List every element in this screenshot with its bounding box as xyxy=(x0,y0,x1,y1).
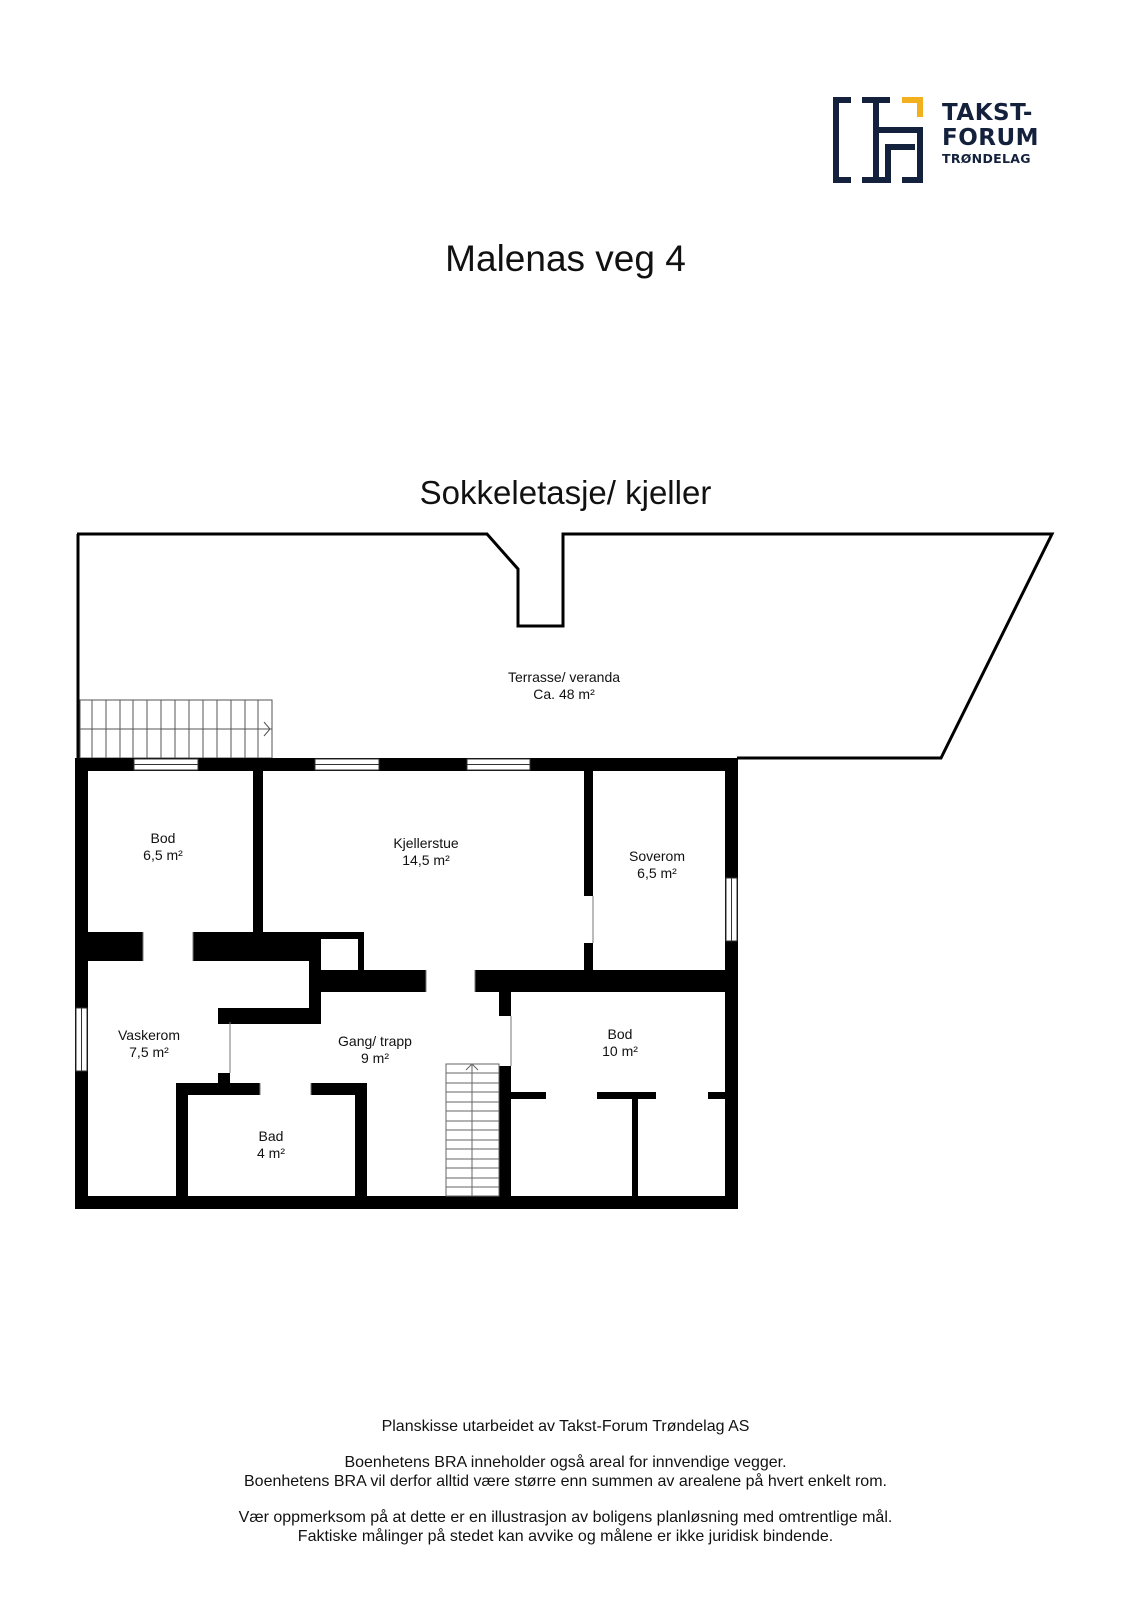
room-label-bod-1: Bod 6,5 m² xyxy=(143,830,183,864)
logo-line-3: TRØNDELAG xyxy=(942,151,1031,166)
room-name: Vaskerom xyxy=(118,1027,180,1043)
floor-title: Sokkeletasje/ kjeller xyxy=(419,474,712,511)
room-label-gang-trapp: Gang/ trapp 9 m² xyxy=(338,1033,412,1067)
room-area: 7,5 m² xyxy=(129,1044,169,1060)
room-area: 14,5 m² xyxy=(402,852,450,868)
interior-stairs xyxy=(445,1063,500,1197)
room-area: 9 m² xyxy=(361,1050,389,1066)
room-area: Ca. 48 m² xyxy=(533,686,595,702)
walls xyxy=(75,758,738,1209)
footer-bra-note-1: Boenhetens BRA inneholder også areal for… xyxy=(344,1454,787,1471)
room-label-terrace: Terrasse/ veranda Ca. 48 m² xyxy=(508,669,620,703)
room-area: 6,5 m² xyxy=(143,847,183,863)
room-area: 4 m² xyxy=(257,1145,285,1161)
room-name: Gang/ trapp xyxy=(338,1033,412,1049)
footer-bra-note-2: Boenhetens BRA vil derfor alltid være st… xyxy=(244,1473,887,1490)
room-name: Bod xyxy=(150,830,176,846)
room-label-bad: Bad 4 m² xyxy=(257,1128,285,1162)
room-name: Kjellerstue xyxy=(393,835,459,851)
room-label-kjellerstue: Kjellerstue 14,5 m² xyxy=(393,835,458,869)
room-name: Terrasse/ veranda xyxy=(507,669,621,685)
terrace-outline xyxy=(77,532,1055,760)
footer-credit: Planskisse utarbeidet av Takst-Forum Trø… xyxy=(381,1418,750,1435)
room-name: Soverom xyxy=(628,848,686,864)
property-address-title: Malenas veg 4 xyxy=(445,238,686,279)
logo-mark-icon xyxy=(833,97,923,183)
room-area: 10 m² xyxy=(602,1043,638,1059)
door-openings xyxy=(142,896,594,1095)
takst-forum-logo: TAKST- FORUM TRØNDELAG xyxy=(830,94,1050,186)
room-name: Bad xyxy=(258,1128,284,1144)
footer-disclaimer-1: Vær oppmerksom på at dette er en illustr… xyxy=(238,1509,893,1526)
windows xyxy=(75,758,738,1072)
room-label-bod-2: Bod 10 m² xyxy=(602,1026,638,1060)
logo-line-1: TAKST- xyxy=(942,100,1033,126)
logo-line-2: FORUM xyxy=(942,125,1040,151)
footer-disclaimer-2: Faktiske målinger på stedet kan avvike o… xyxy=(297,1528,834,1545)
room-label-soverom: Soverom 6,5 m² xyxy=(629,848,685,882)
room-area: 6,5 m² xyxy=(637,865,677,881)
room-name: Bod xyxy=(607,1026,633,1042)
logo-wordmark: TAKST- FORUM TRØNDELAG xyxy=(942,102,1039,166)
room-label-vaskerom: Vaskerom 7,5 m² xyxy=(118,1027,180,1061)
terrace-stairs xyxy=(79,699,273,759)
